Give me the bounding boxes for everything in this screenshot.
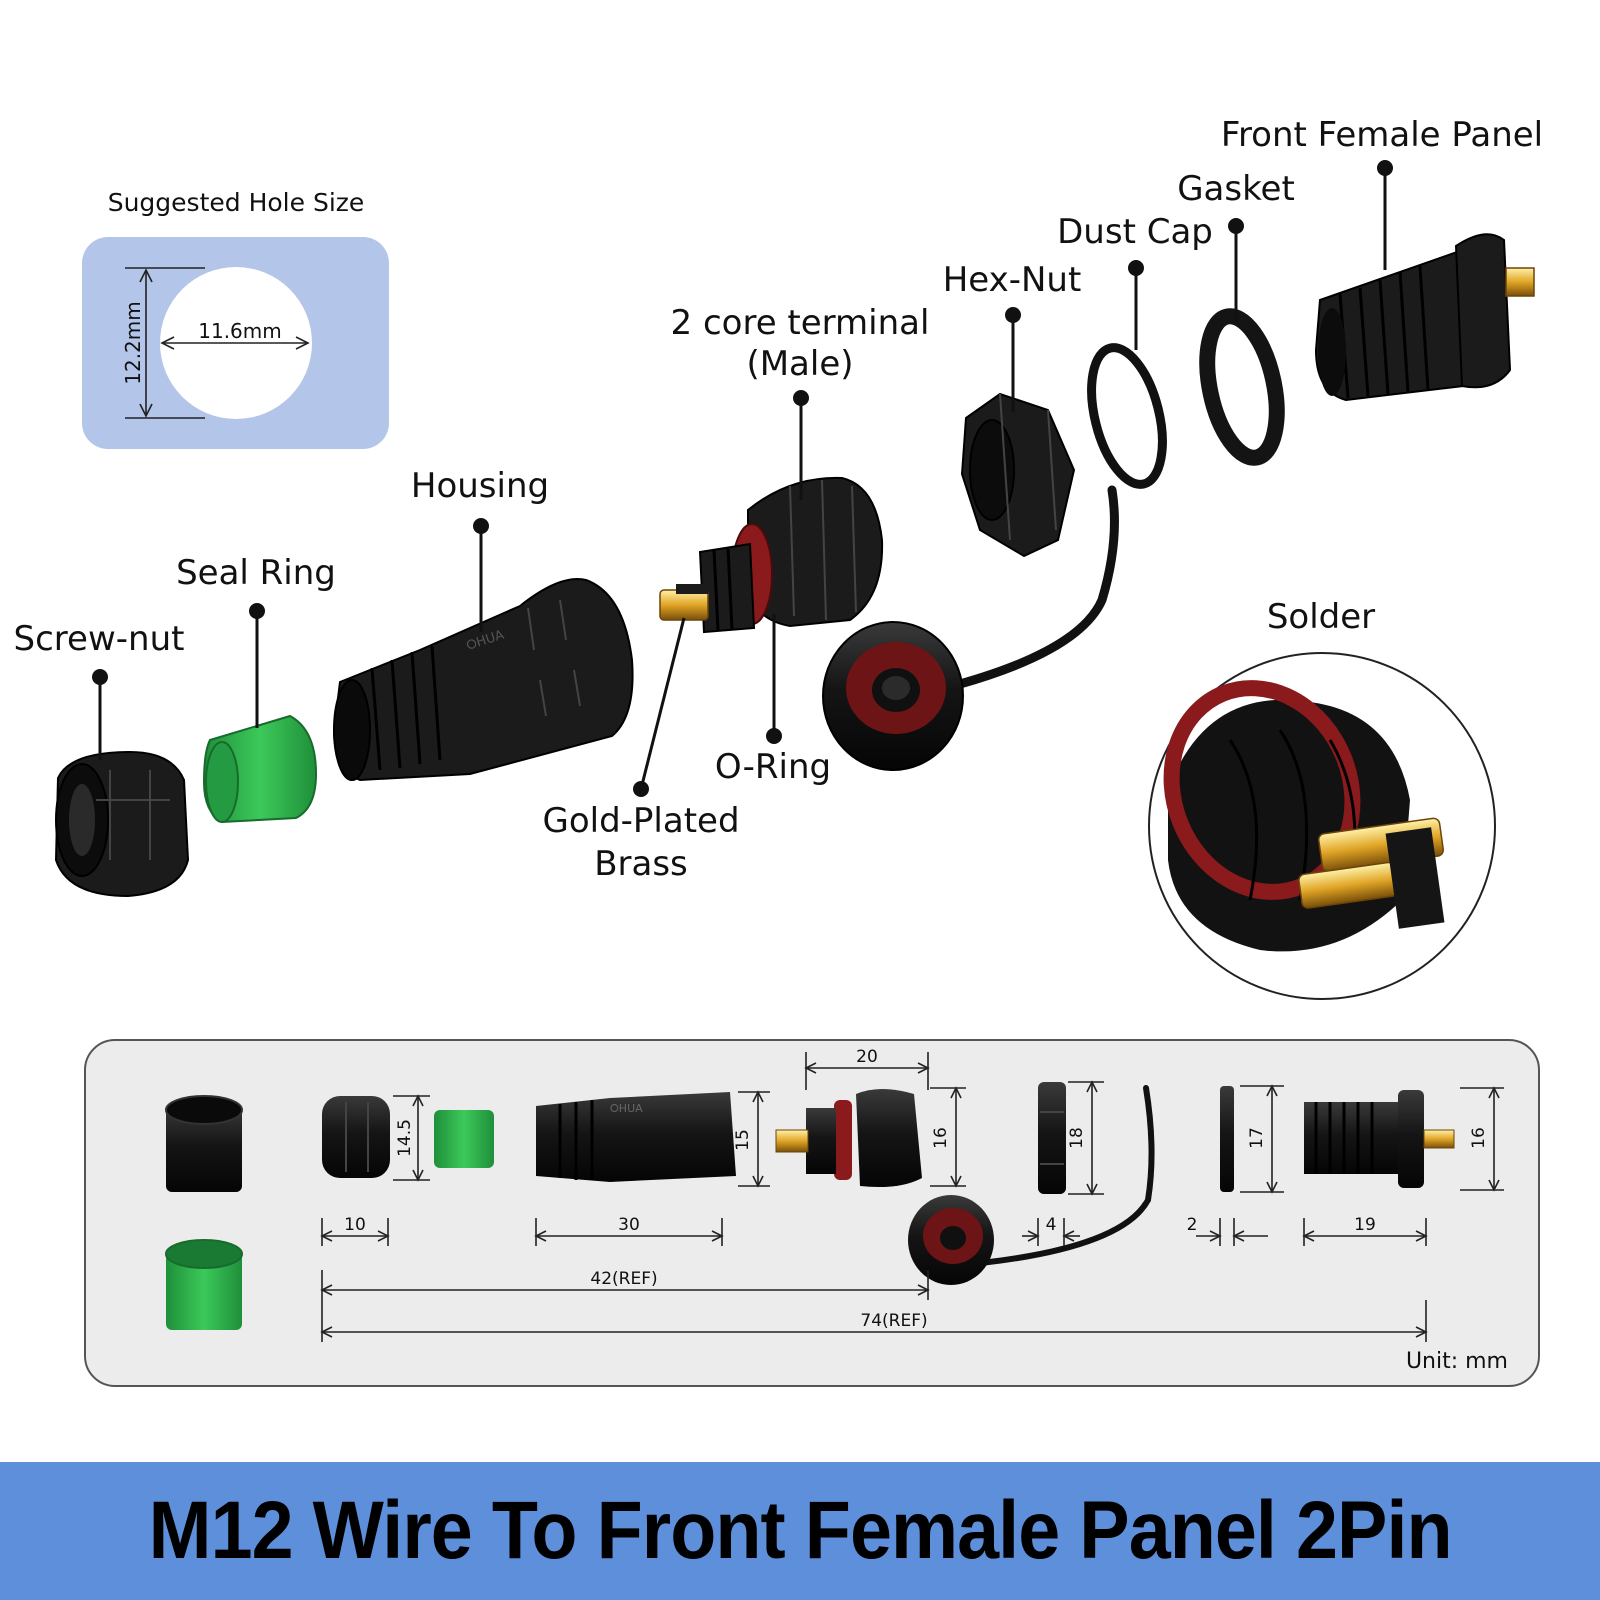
hex-nut-part (960, 392, 1076, 558)
hole-width-value: 11.6mm (198, 319, 282, 343)
terminal-callout: 2 core terminal (Male) (671, 303, 930, 500)
gold-plated-label-line2: Brass (594, 844, 688, 884)
dim-gasket-thickness: 2 (1187, 1215, 1198, 1235)
dust-cap-callout: Dust Cap (1057, 212, 1213, 350)
gasket-part (1199, 308, 1285, 466)
dim-housing-height: 15 (733, 1129, 753, 1151)
dim-overall-ref-2: 74(REF) (860, 1311, 927, 1331)
dim-panel: 16 19 (1302, 1086, 1504, 1246)
seal-ring-label: Seal Ring (176, 553, 336, 593)
hole-height-value: 12.2mm (121, 301, 145, 385)
solder-closeup: Solder (1148, 597, 1496, 1000)
terminal-label-line1: 2 core terminal (671, 303, 930, 343)
dim-screw-nut-width: 10 (344, 1215, 366, 1235)
hole-size-panel: Suggested Hole Size 12.2mm 11.6mm (82, 188, 389, 449)
dim-gasket-height: 17 (1247, 1127, 1267, 1149)
dimension-panel: 14.5 10 ⭘HUA 15 30 (84, 1039, 1540, 1387)
unit-label: Unit: mm (1406, 1349, 1508, 1374)
dim-gasket: 17 2 (1187, 1084, 1284, 1246)
hole-width-arrows (160, 336, 310, 350)
dim-terminal-width: 20 (856, 1047, 878, 1067)
dim-seal-ring (434, 1110, 494, 1168)
front-female-panel-label: Front Female Panel (1221, 115, 1543, 155)
gold-plated-label-line1: Gold-Plated (542, 801, 739, 841)
dim-housing: ⭘HUA 15 30 (534, 1090, 770, 1246)
seal-ring-part (202, 714, 318, 824)
gasket-label: Gasket (1177, 169, 1295, 209)
o-ring-label: O-Ring (715, 747, 831, 787)
dim-housing-width: 30 (618, 1215, 640, 1235)
seal-ring-black-variant (165, 1095, 243, 1192)
housing-part: ⭘HUA (332, 578, 634, 782)
hex-nut-label: Hex-Nut (943, 260, 1082, 300)
dim-hex-nut-thickness: 4 (1046, 1215, 1057, 1235)
dim-hex-nut-height: 18 (1067, 1127, 1087, 1149)
dust-cap-part (822, 343, 1167, 771)
hole-size-title: Suggested Hole Size (108, 188, 365, 217)
seal-ring-green-variant (165, 1239, 243, 1330)
housing-callout: Housing (411, 466, 549, 632)
front-female-panel-callout: Front Female Panel (1221, 115, 1543, 270)
screw-nut-callout: Screw-nut (14, 619, 185, 760)
connector-diagram: Suggested Hole Size 12.2mm 11.6mm ⭘HUA (14, 115, 1543, 1387)
dim-terminal: 20 16 (775, 1047, 966, 1188)
o-ring-callout: O-Ring (715, 614, 831, 787)
dim-screw-nut: 14.5 10 (320, 1094, 430, 1246)
dim-overall-ref-1: 42(REF) (590, 1269, 657, 1289)
solder-label: Solder (1267, 597, 1375, 637)
dim-terminal-height: 16 (931, 1127, 951, 1149)
svg-text:⭘HUA: ⭘HUA (610, 1102, 643, 1115)
terminal-part (659, 476, 884, 634)
gasket-callout: Gasket (1177, 169, 1295, 322)
dim-screw-nut-height: 14.5 (395, 1119, 415, 1157)
screw-nut-label: Screw-nut (14, 619, 185, 659)
housing-label: Housing (411, 466, 549, 506)
gold-plated-callout: Gold-Plated Brass (542, 617, 740, 884)
dim-hex-nut: 18 4 (1022, 1080, 1104, 1246)
screw-nut-part (54, 750, 190, 898)
hole-height-arrows (139, 268, 153, 418)
dim-dust-cap (908, 1085, 1155, 1285)
hex-nut-callout: Hex-Nut (943, 260, 1082, 412)
dim-overall: 42(REF) 74(REF) (320, 1269, 1428, 1342)
seal-ring-callout: Seal Ring (176, 553, 336, 728)
dust-cap-label: Dust Cap (1057, 212, 1213, 252)
terminal-label-line2: (Male) (746, 344, 853, 384)
product-title: M12 Wire To Front Female Panel 2Pin (148, 1485, 1452, 1576)
dim-panel-width: 19 (1354, 1215, 1376, 1235)
front-female-panel-part (1314, 233, 1535, 402)
dim-panel-height: 16 (1469, 1127, 1489, 1149)
title-banner: M12 Wire To Front Female Panel 2Pin (0, 1462, 1600, 1600)
